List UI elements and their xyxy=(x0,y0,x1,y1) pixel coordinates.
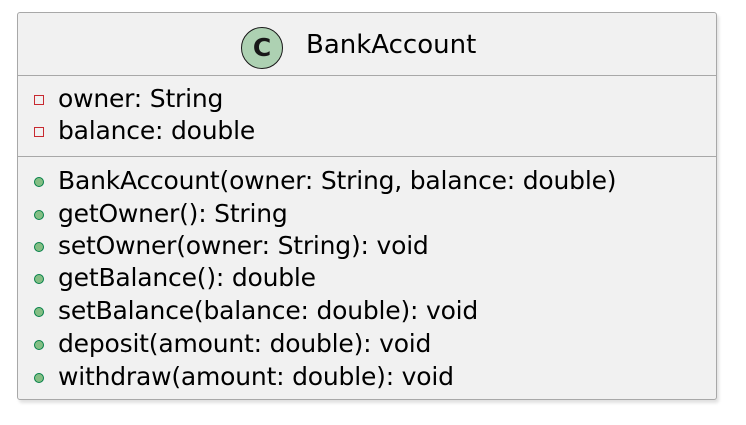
method-text: setBalance(balance: double): void xyxy=(58,296,479,325)
field-text: balance: double xyxy=(58,116,256,145)
class-header: C BankAccount xyxy=(18,13,716,76)
method-text: deposit(amount: double): void xyxy=(58,329,432,358)
public-visibility-icon xyxy=(34,307,44,317)
method-text: setOwner(owner: String): void xyxy=(58,231,429,260)
public-visibility-icon xyxy=(34,373,44,383)
field-text: owner: String xyxy=(58,84,224,113)
public-visibility-icon xyxy=(34,242,44,252)
method-text: BankAccount(owner: String, balance: doub… xyxy=(58,166,617,195)
fields-compartment: owner: String balance: double xyxy=(18,76,716,157)
class-stereotype-icon: C xyxy=(241,27,283,69)
public-visibility-icon xyxy=(34,340,44,350)
private-visibility-icon xyxy=(34,95,44,105)
class-box-bankaccount: C BankAccount owner: String balance: dou… xyxy=(17,12,717,400)
method-text: withdraw(amount: double): void xyxy=(58,362,454,391)
private-visibility-icon xyxy=(34,127,44,137)
public-visibility-icon xyxy=(34,274,44,284)
public-visibility-icon xyxy=(34,210,44,220)
method-text: getBalance(): double xyxy=(58,263,316,292)
class-name: BankAccount xyxy=(306,30,477,60)
public-visibility-icon xyxy=(34,177,44,187)
method-text: getOwner(): String xyxy=(58,199,288,228)
